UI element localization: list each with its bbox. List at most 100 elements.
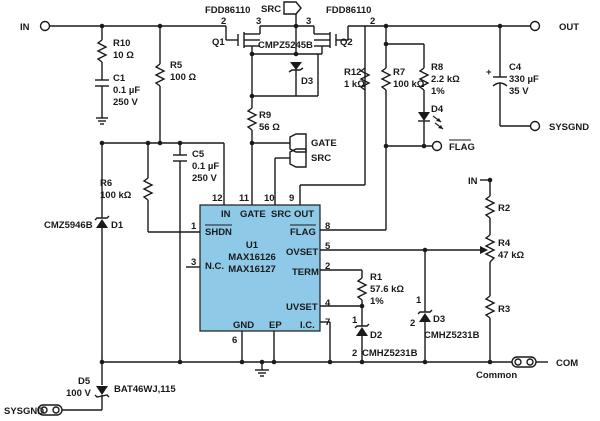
capacitor-c4: + C4 330 µF 35 V [486,26,539,126]
q1-part: FDD86110 [205,5,250,16]
in-pot-terminal[interactable]: IN [468,176,490,187]
sysgnd-right-label: SYSGND [549,122,589,133]
d3b-ref: D3 [433,314,445,325]
mosfet-q2: FDD86110 3 2 Q2 [306,5,375,54]
q2-pin2: 2 [370,16,375,27]
ic-u1: U1 MAX16126 MAX16127 IN GATE SRC OUT SHD… [191,193,331,346]
d3b-part: CMHZ5231B [424,330,480,341]
r3-ref: R3 [498,304,510,315]
capacitor-c1: C1 0.1 µF 250 V [95,73,140,125]
pin-ic: I.C. [300,320,315,331]
led-d4: D4 [418,104,444,146]
pin-num-12: 12 [212,193,223,204]
pin-num-3: 3 [191,257,196,268]
mosfet-q1: FDD86110 2 3 Q1 [205,5,261,54]
c4-plus: + [486,67,492,78]
pin-flag: FLAG [290,227,316,238]
resistor-r3: R3 [484,262,510,362]
r4-val: 47 kΩ [498,250,524,261]
pin-num-11: 11 [239,193,250,204]
flag-label: FLAG [449,142,475,153]
resistor-r6: R6 100 kΩ [100,143,200,233]
d5-part: BAT46WJ,115 [114,384,176,395]
r10-val: 10 Ω [113,50,134,61]
q1-pin3: 3 [256,16,261,27]
r6-ref: R6 [100,178,112,189]
c4-ref: C4 [509,62,522,73]
pin-num-10: 10 [264,193,275,204]
r5-val: 100 Ω [170,72,196,83]
d1-part: CMZ5946B [44,220,93,231]
q1-ref: Q1 [212,37,225,48]
d2-pin1: 1 [352,315,358,326]
pin-uvset: UVSET [286,302,318,313]
pin-gate: GATE [240,209,266,220]
pin-nc: N.C. [205,261,224,272]
r8-ref: R8 [431,62,443,73]
c1-val1: 0.1 µF [113,85,140,96]
c1-val2: 250 V [113,97,138,108]
r7-ref: R7 [393,67,405,78]
pin-num-2: 2 [325,261,330,272]
pin-num-6: 6 [232,335,237,346]
output-terminal[interactable]: OUT [529,20,580,34]
resistor-r5: R5 100 Ω [154,26,196,143]
pin-ep: EP [269,320,282,331]
d4-ref: D4 [431,104,444,115]
d2-ref: D2 [370,330,382,341]
resistor-r10: R10 10 Ω [96,26,134,80]
pin-term: TERM [292,267,319,278]
potentiometer-r4[interactable]: R4 47 kΩ [484,234,524,263]
in-pot-label: IN [468,176,478,187]
resistor-r7: R7 100 kΩ [380,26,425,230]
sysgnd-right-terminal[interactable]: SYSGND [529,120,590,134]
capacitor-c5: C5 0.1 µF 250 V [173,143,219,362]
ic-part2: MAX16127 [228,264,276,275]
pin-num-8: 8 [325,221,330,232]
resistor-r8: R8 2.2 kΩ 1% [418,44,460,112]
c5-ref: C5 [192,149,205,160]
r1-val2: 1% [370,296,384,307]
c4-val2: 35 V [509,86,529,97]
zener-d3-top: CMPZ5245B D3 [252,26,319,97]
pin-num-1: 1 [191,221,197,232]
pin-num-9: 9 [289,193,294,204]
pin-out: OUT [294,209,314,220]
ic-body [199,204,321,332]
r10-ref: R10 [113,38,130,49]
d3b-pin2: 2 [410,318,415,329]
q2-ref: Q2 [340,37,353,48]
r5-ref: R5 [170,60,183,71]
flag-terminal[interactable]: FLAG [431,139,475,153]
r8-val2: 1% [431,86,445,97]
zener-d1: CMZ5946B D1 [44,143,124,385]
r12-val: 1 kΩ [344,79,365,90]
r4-ref: R4 [498,238,511,249]
d5-ref: D5 [78,376,91,387]
r1-ref: R1 [370,272,383,283]
resistor-r12: R12 1 kΩ [344,67,371,91]
pin-gnd: GND [233,320,254,331]
in-label: IN [20,22,30,33]
com-terminal[interactable]: COM Common [476,356,578,381]
c5-val1: 0.1 µF [192,161,219,172]
out-label: OUT [559,22,579,33]
pin-shdn: SHDN [205,227,232,238]
input-terminal[interactable]: IN [20,20,51,34]
q1-pin2: 2 [221,16,226,27]
pin-num-4: 4 [325,298,331,309]
zener-d3-bottom: 1 2 D3 CMHZ5231B [410,250,480,362]
resistor-r2: R2 [484,180,510,235]
gate-tag-label: GATE [311,138,337,149]
r9-ref: R9 [259,110,271,121]
d2-pin2: 2 [352,348,357,359]
c5-val2: 250 V [192,173,217,184]
pin-src: SRC [271,209,291,220]
src-tag-label: SRC [311,153,331,164]
q2-part: FDD86110 [326,5,371,16]
zener-d2: 1 2 D2 CMHZ5231B [352,315,418,362]
d5-val: 100 V [66,388,91,399]
r1-val1: 57.6 kΩ [370,284,404,295]
sysgnd-left-terminal[interactable]: SYSGND [4,404,63,417]
